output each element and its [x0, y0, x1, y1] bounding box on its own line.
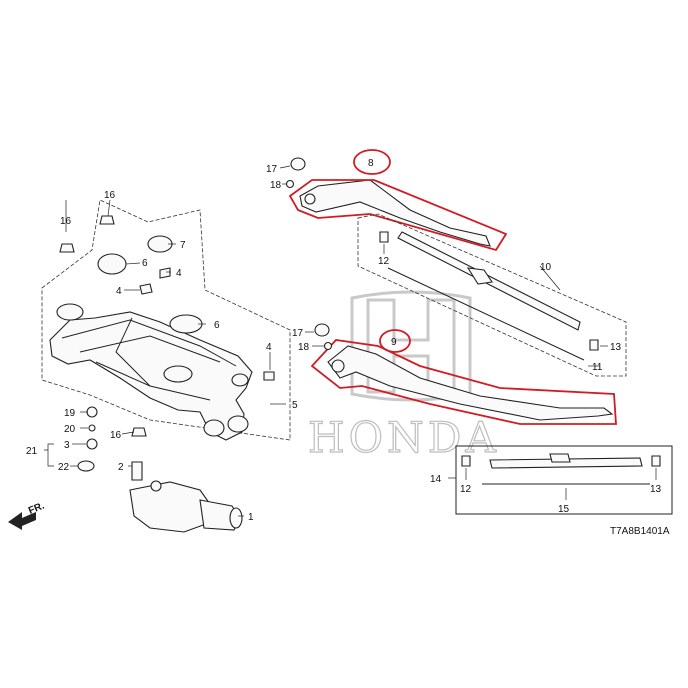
- wiper-arm-9-group: [305, 323, 617, 425]
- honda-watermark: HONDA: [307, 290, 500, 463]
- cushion-6-a: [97, 253, 127, 275]
- end-cap-13-b: [651, 455, 661, 467]
- callout-13: 13: [610, 342, 622, 353]
- callout-4: 4: [176, 268, 182, 279]
- callout-21: 21: [26, 446, 38, 457]
- callout-14: 14: [430, 474, 442, 485]
- highlight-circle-8: [353, 149, 391, 175]
- honda-watermark-text: HONDA: [308, 413, 500, 462]
- callout-8: 8: [368, 158, 374, 169]
- callout-1: 1: [248, 512, 254, 523]
- end-cap-12-a: [379, 231, 389, 243]
- callout-17: 17: [266, 164, 278, 175]
- blade-assembly-10: [357, 213, 627, 377]
- callout-7: 7: [180, 240, 186, 251]
- front-indicator-label: FR.: [27, 500, 46, 516]
- callout-6: 6: [214, 320, 220, 331]
- cap-17-b: [314, 323, 330, 337]
- wiper-motor: [129, 480, 243, 533]
- front-arrow-icon: [8, 512, 36, 530]
- callout-16: 16: [60, 216, 72, 227]
- callout-11: 11: [592, 362, 603, 373]
- bolt-2: [131, 461, 143, 481]
- wiper-arm-8-group: [279, 149, 508, 252]
- callout-17: 17: [292, 328, 304, 339]
- callout-20: 20: [64, 424, 76, 435]
- nut-19: [86, 406, 98, 418]
- callout-10: 10: [540, 262, 552, 273]
- nut-4-a: [139, 283, 153, 295]
- wiper-arm-9: [327, 345, 614, 421]
- highlight-outline-9: [310, 339, 617, 425]
- washer-20: [88, 424, 96, 432]
- callout-6: 6: [142, 258, 148, 269]
- callout-4: 4: [116, 286, 122, 297]
- blade-assembly-14: [448, 445, 673, 515]
- callout-2: 2: [118, 462, 124, 473]
- nut-18-a: [285, 179, 295, 189]
- bolt-16-c: [131, 427, 147, 437]
- callout-22: 22: [58, 462, 70, 473]
- callout-13: 13: [650, 484, 662, 495]
- callout-16: 16: [104, 190, 116, 201]
- wiper-arm-8: [299, 179, 491, 247]
- highlight-circle-9: [379, 329, 411, 353]
- nut-18-b: [323, 341, 333, 351]
- callout-18: 18: [270, 180, 282, 191]
- cap-22: [77, 460, 95, 472]
- callout-labels: 1 2 3 4 4 4 5 6 6 7 8 9 10 11 12 12 13 1…: [26, 158, 662, 523]
- wiper-linkage-group: FR.: [8, 199, 291, 533]
- blade-14: [489, 457, 643, 469]
- bolt-16-a: [59, 243, 75, 253]
- callout-3: 3: [64, 440, 70, 451]
- callout-5: 5: [292, 400, 298, 411]
- end-cap-12-b: [461, 455, 471, 467]
- callout-12: 12: [460, 484, 472, 495]
- nut-4-b: [159, 267, 171, 279]
- bolt-16-b: [99, 215, 115, 225]
- pivot-left: [56, 303, 84, 321]
- nut-3: [86, 438, 98, 450]
- diagram-code: T7A8B1401A: [610, 526, 670, 537]
- nut-4-c: [263, 371, 275, 381]
- callout-18: 18: [298, 342, 310, 353]
- callout-4: 4: [266, 342, 272, 353]
- callout-19: 19: [64, 408, 76, 419]
- wiper-linkage-frame: [49, 311, 253, 441]
- cushion-6-b: [169, 314, 203, 334]
- callout-16: 16: [110, 430, 122, 441]
- cap-17-a: [290, 157, 306, 171]
- highlight-outline-8: [288, 179, 508, 252]
- callout-12: 12: [378, 256, 390, 267]
- end-cap-13-a: [589, 339, 599, 351]
- callout-9: 9: [391, 337, 397, 348]
- pivot-center: [163, 365, 193, 383]
- callout-15: 15: [558, 504, 570, 515]
